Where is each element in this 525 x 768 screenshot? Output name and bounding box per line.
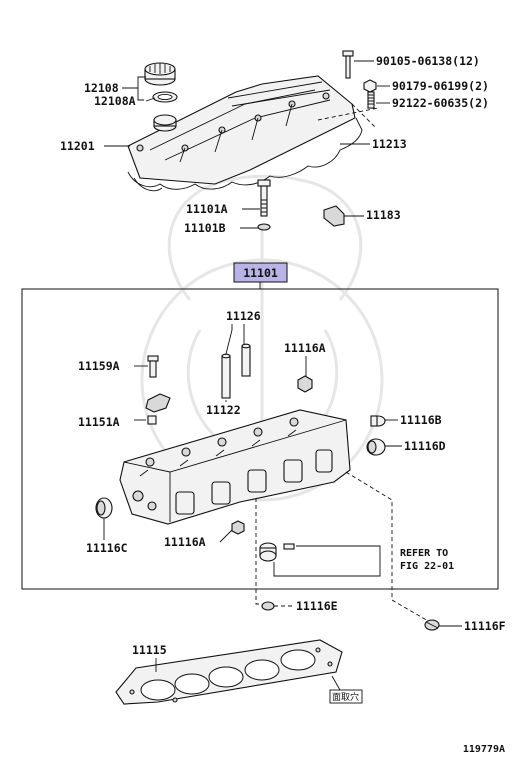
bolt-90105 [342, 50, 354, 79]
label-11115: 11115 [132, 643, 167, 657]
label-90105: 90105-06138(12) [376, 54, 480, 68]
label-11213: 11213 [372, 137, 407, 151]
head-gasket [115, 639, 343, 705]
label-11116b: 11116B [400, 413, 442, 427]
label-12108a: 12108A [94, 94, 136, 108]
label-11183: 11183 [366, 208, 401, 222]
cap-gasket [152, 91, 178, 103]
union-fitting [259, 542, 277, 562]
label-11116c: 11116C [86, 541, 128, 555]
label-11101b: 11101B [184, 221, 226, 235]
label-92122: 92122-60635(2) [392, 96, 489, 110]
label-11159a: 11159A [78, 359, 120, 373]
stud-92122 [367, 91, 375, 109]
plug-11116e [261, 601, 275, 611]
nut-90179 [363, 79, 377, 93]
washer-11101b [257, 223, 271, 231]
label-11116a-top: 11116A [284, 341, 326, 355]
label-11101a: 11101A [186, 202, 228, 216]
clamp-11183 [323, 205, 345, 227]
refer-note-line2: FIG 22-01 [400, 561, 454, 572]
label-12108: 12108 [84, 81, 119, 95]
plug-11116a-top [297, 375, 313, 393]
gasket-stamp: 面取穴 [332, 691, 359, 703]
gasket-stamp-box [329, 689, 363, 704]
plug-11116a-bottom [231, 520, 245, 535]
assembly-frame [21, 288, 499, 590]
plug-11116b [370, 415, 386, 427]
bolt-11101a [257, 179, 271, 217]
label-11116a-bottom: 11116A [164, 535, 206, 549]
label-11116d: 11116D [404, 439, 446, 453]
head-cover-gasket [127, 117, 363, 190]
refer-pin [283, 543, 295, 550]
label-11151a: 11151A [78, 415, 120, 429]
plug-11116d [366, 438, 386, 456]
oil-filler-cap [144, 62, 176, 86]
figure-code: 119779A [463, 744, 505, 755]
refer-note-line1: REFER TO [400, 548, 448, 559]
label-90179: 90179-06199(2) [392, 79, 489, 93]
label-11116e: 11116E [296, 599, 338, 613]
plug-11116f [424, 619, 440, 631]
label-11122: 11122 [206, 403, 241, 417]
bracket-11151a [145, 393, 171, 413]
header-part-number: 11101 [243, 266, 278, 280]
cylinder-head [119, 409, 351, 525]
plug-11116c [95, 497, 113, 519]
label-11126: 11126 [226, 309, 261, 323]
bolt-11159a [147, 355, 159, 378]
label-11201: 11201 [60, 139, 95, 153]
cylinder-head-cover [127, 75, 356, 185]
header-part-highlight [233, 262, 288, 283]
stud-11151a [147, 415, 157, 425]
valve-guide [221, 343, 251, 399]
label-11116f: 11116F [464, 619, 506, 633]
